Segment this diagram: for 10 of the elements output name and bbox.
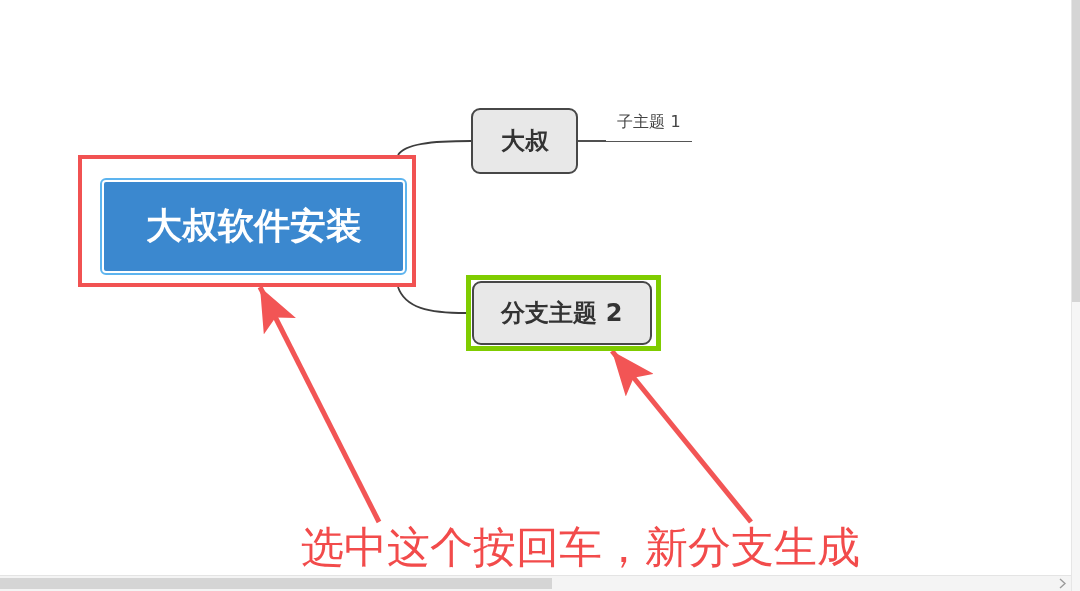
connector-line [577, 140, 607, 142]
connector-line [397, 140, 472, 156]
central-topic-box: 大叔软件安装 [78, 155, 416, 287]
arrow [257, 285, 382, 524]
connector-line [397, 286, 467, 314]
subtopic-text: 子主题 1 [606, 108, 692, 142]
topic-box: 大叔 [471, 108, 578, 174]
annotation-text: 选中这个按回车，新分支生成 [301, 522, 860, 572]
topic-box: 分支主题 2 [466, 275, 661, 351]
arrow [610, 349, 753, 524]
